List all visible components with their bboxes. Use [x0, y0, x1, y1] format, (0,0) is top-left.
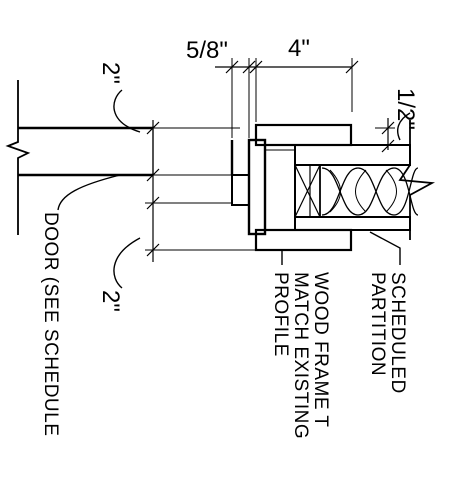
note-wood-frame: WOOD FRAME T MATCH EXISTING PROFILE: [270, 272, 331, 439]
stud: [294, 164, 321, 218]
svg-text:PROFILE: PROFILE: [270, 272, 291, 357]
svg-text:PARTITION: PARTITION: [367, 272, 388, 376]
wall-break-line: [398, 120, 436, 240]
dim-stud-depth: 4": [288, 35, 310, 62]
batt-insulation: [321, 164, 419, 218]
door-leaf: [5, 80, 154, 235]
door-break-line: [5, 80, 31, 235]
casing-trim: [254, 123, 353, 252]
dim-frame-thickness: 5/8": [186, 37, 228, 64]
svg-text:MATCH EXISTING: MATCH EXISTING: [290, 272, 311, 439]
dim-gypsum-thickness: 1/2": [392, 88, 419, 130]
wood-frame-jamb: [230, 138, 296, 236]
svg-text:WOOD FRAME T: WOOD FRAME T: [310, 272, 331, 428]
dimension-lines: [145, 58, 395, 262]
note-partition: SCHEDULED PARTITION: [367, 272, 408, 394]
dim-door-offset-top: 2": [97, 62, 124, 84]
note-door: DOOR (SEE SCHEDULE: [40, 212, 61, 436]
svg-text:SCHEDULED: SCHEDULED: [387, 272, 408, 394]
leader-lines: [57, 89, 411, 289]
door-stop: [231, 174, 250, 206]
dim-door-offset-bottom: 2": [97, 290, 124, 312]
